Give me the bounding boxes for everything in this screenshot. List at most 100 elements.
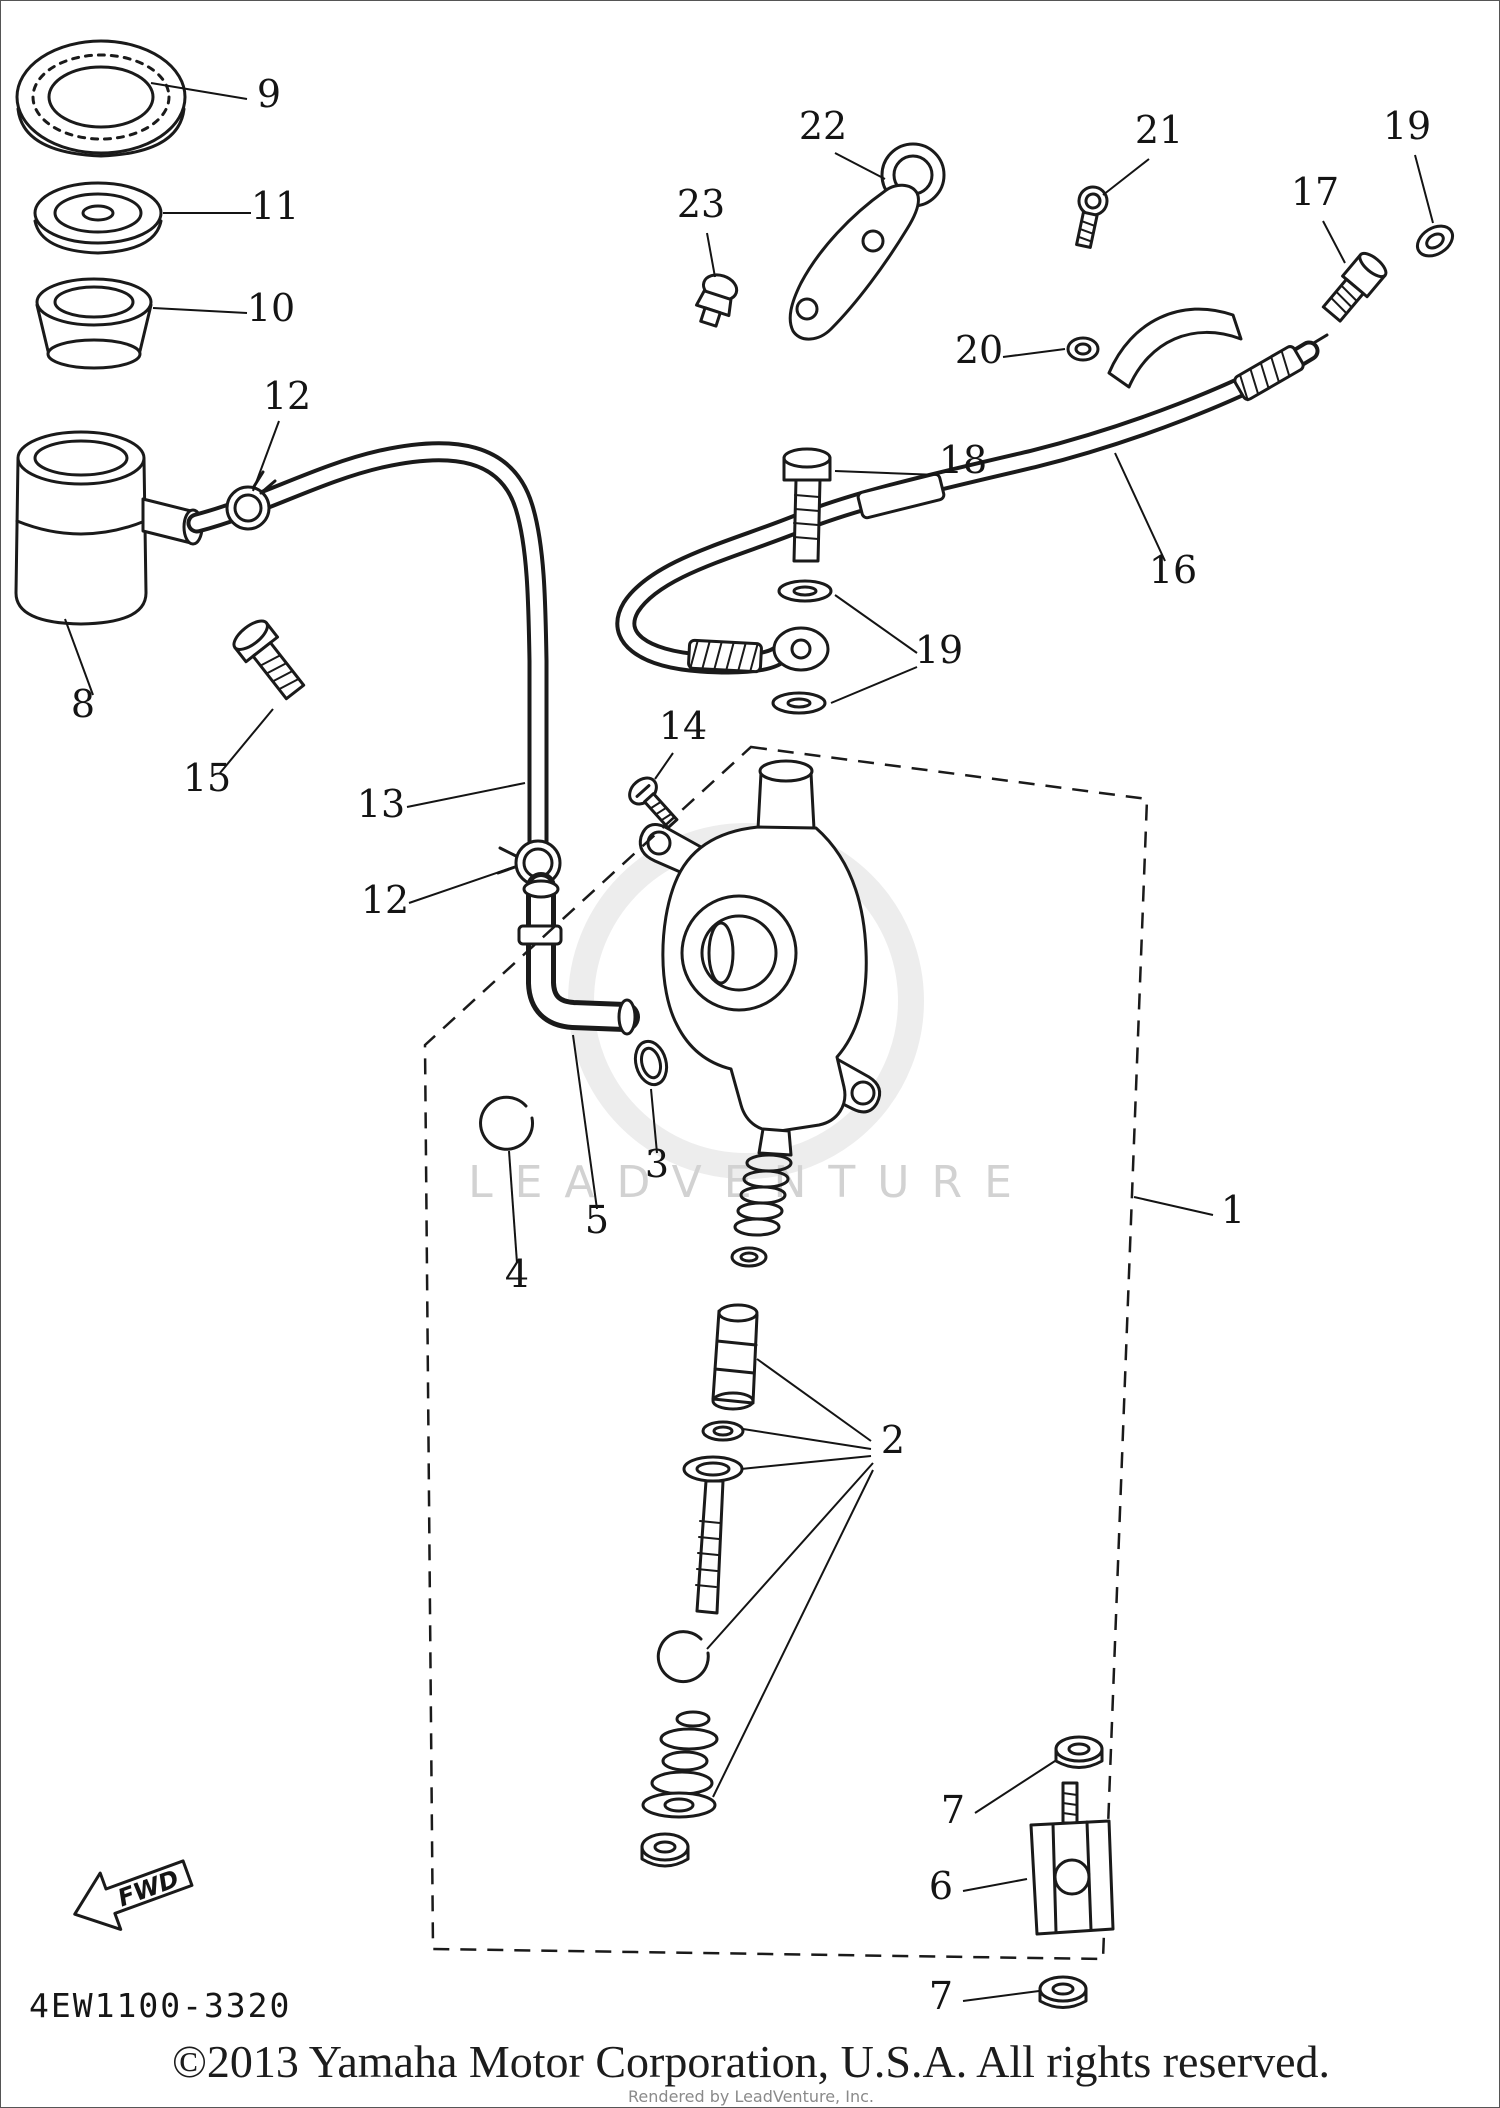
fwd-label: FWD bbox=[114, 1865, 183, 1913]
callout-leader-18 bbox=[834, 470, 940, 476]
hose-ferrule-upper bbox=[1233, 345, 1305, 402]
callout-16: 16 bbox=[1149, 548, 1197, 592]
callout-19: 19 bbox=[915, 628, 963, 672]
return-spring bbox=[733, 1153, 793, 1237]
reservoir-tank bbox=[14, 430, 204, 626]
snap-ring bbox=[656, 1630, 710, 1684]
callout-leader-16 bbox=[1114, 452, 1166, 562]
diaphragm bbox=[35, 277, 153, 370]
assembly-boundary bbox=[423, 745, 1149, 1961]
pipe-clamp bbox=[1066, 307, 1243, 389]
piston bbox=[711, 1303, 759, 1411]
callout-leader-21 bbox=[1102, 158, 1150, 196]
grommet-top-right bbox=[1415, 224, 1455, 258]
hose-sleeve-mid bbox=[856, 472, 946, 520]
fwd-arrow: FWD bbox=[73, 1859, 194, 1931]
callout-leader-19 bbox=[1414, 154, 1434, 224]
rendered-by-text: Rendered by LeadVenture, Inc. bbox=[628, 2087, 874, 2106]
callout-leader-20 bbox=[1002, 348, 1066, 358]
callout-leader-12 bbox=[408, 866, 515, 904]
callout-10: 10 bbox=[247, 286, 295, 330]
hose-clamp-upper bbox=[225, 470, 277, 531]
cylinder-screw bbox=[628, 776, 679, 830]
callout-5: 5 bbox=[585, 1198, 609, 1242]
callout-13: 13 bbox=[357, 782, 405, 826]
reservoir-cap bbox=[15, 39, 187, 158]
callout-23: 23 bbox=[677, 182, 725, 226]
callout-leader-7 bbox=[962, 1990, 1040, 2002]
washer-lower bbox=[771, 691, 827, 715]
callout-leader-22 bbox=[834, 152, 886, 180]
callout-1: 1 bbox=[1221, 1188, 1245, 1232]
callout-leader-23 bbox=[706, 232, 716, 278]
callout-20: 20 bbox=[955, 328, 1003, 372]
callout-leader-10 bbox=[152, 307, 248, 314]
bracket-screw bbox=[1075, 185, 1109, 249]
callout-leader-15 bbox=[219, 708, 274, 774]
clevis-nut-top bbox=[1054, 1735, 1104, 1769]
callout-leader-9 bbox=[150, 82, 248, 100]
cylinder-kit bbox=[640, 1153, 793, 1868]
callout-leader-2 bbox=[706, 1462, 874, 1650]
part-code: 4EW1100-3320 bbox=[29, 1986, 291, 2025]
cup-washer bbox=[730, 1246, 768, 1268]
callout-11: 11 bbox=[251, 184, 299, 228]
watermark-text: LEADVENTURE bbox=[468, 1157, 1034, 1208]
callout-22: 22 bbox=[799, 104, 847, 148]
callout-leader-2 bbox=[742, 1428, 872, 1450]
callout-7: 7 bbox=[941, 1788, 965, 1832]
callout-18: 18 bbox=[939, 438, 987, 482]
callout-leader-19 bbox=[834, 594, 918, 654]
callout-leader-7 bbox=[974, 1760, 1056, 1814]
callout-6: 6 bbox=[929, 1864, 953, 1908]
callout-12: 12 bbox=[361, 878, 409, 922]
callout-19: 19 bbox=[1383, 104, 1431, 148]
callout-12: 12 bbox=[263, 374, 311, 418]
damper-fitting bbox=[695, 273, 739, 328]
callout-leader-2 bbox=[712, 1469, 874, 1798]
callout-leader-4 bbox=[508, 1150, 518, 1264]
callout-9: 9 bbox=[257, 72, 281, 116]
callout-leader-14 bbox=[654, 752, 674, 780]
callout-17: 17 bbox=[1291, 170, 1339, 214]
callout-2: 2 bbox=[881, 1418, 905, 1462]
callout-14: 14 bbox=[659, 704, 707, 748]
callout-15: 15 bbox=[183, 756, 231, 800]
lock-nut bbox=[640, 1832, 690, 1868]
dust-boot bbox=[641, 1710, 719, 1819]
hose-bracket bbox=[788, 142, 946, 341]
diaphragm-plate bbox=[33, 181, 163, 255]
banjo-fitting bbox=[772, 626, 830, 672]
mount-bolt bbox=[232, 619, 306, 701]
callout-leader-5 bbox=[572, 1034, 598, 1210]
callout-leader-12 bbox=[252, 420, 280, 492]
clevis bbox=[1029, 1781, 1115, 1936]
clevis-nut-bottom bbox=[1038, 1975, 1088, 2009]
union-bolt bbox=[782, 447, 832, 563]
hose-connector bbox=[1321, 251, 1388, 323]
callout-leader-2 bbox=[756, 1358, 872, 1442]
callout-leader-6 bbox=[962, 1878, 1028, 1892]
push-rod bbox=[682, 1455, 744, 1615]
reservoir-hose bbox=[186, 441, 549, 854]
copyright-text: ©2013 Yamaha Motor Corporation, U.S.A. A… bbox=[172, 2036, 1330, 2087]
callout-leader-17 bbox=[1322, 220, 1346, 264]
callout-4: 4 bbox=[505, 1252, 529, 1296]
callout-3: 3 bbox=[645, 1142, 669, 1186]
master-cylinder-body bbox=[638, 759, 882, 1157]
callout-leader-13 bbox=[406, 782, 526, 808]
flat-washer bbox=[701, 1420, 745, 1442]
callout-leader-1 bbox=[1133, 1196, 1214, 1216]
circlip bbox=[479, 1095, 535, 1151]
callout-8: 8 bbox=[71, 682, 95, 726]
o-ring bbox=[633, 1039, 669, 1087]
callout-leader-2 bbox=[740, 1455, 872, 1470]
callout-leader-8 bbox=[64, 618, 94, 696]
callout-leader-3 bbox=[650, 1088, 658, 1154]
callout-21: 21 bbox=[1135, 108, 1183, 152]
washer-upper bbox=[777, 579, 833, 603]
hose-ferrule-lower bbox=[687, 638, 763, 674]
